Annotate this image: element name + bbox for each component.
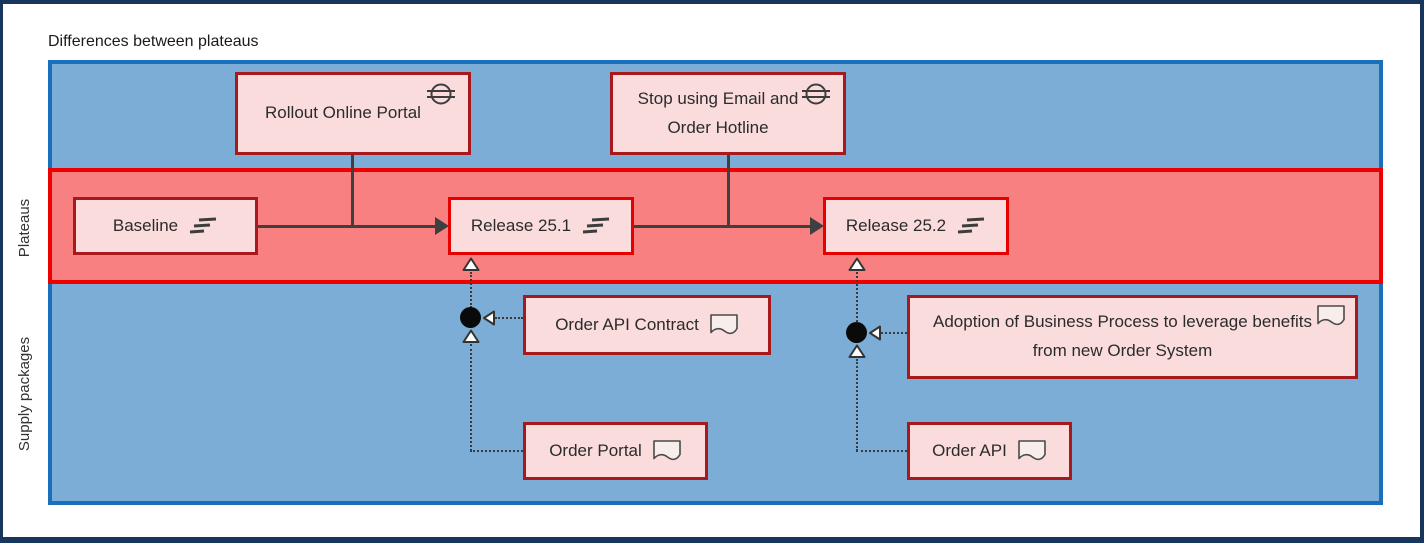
- node-plateau-release-25-1[interactable]: Release 25.1: [448, 197, 634, 255]
- node-label: Adoption of Business Process to leverage…: [933, 312, 1312, 360]
- solid-triangle-arrowhead: [810, 217, 824, 235]
- node-gap-stop-email-hotline[interactable]: Stop using Email and Order Hotline: [610, 72, 846, 155]
- realization-line-order-portal-vertical: [470, 344, 472, 451]
- triggering-line-baseline-to-release-25-1: [258, 225, 436, 228]
- plateau-icon: [581, 217, 611, 235]
- realization-arrowhead-into-junction: [868, 325, 882, 341]
- gap-icon: [798, 81, 834, 107]
- realization-arrowhead-into-junction: [462, 329, 480, 344]
- realization-arrowhead-release-25-2: [848, 257, 866, 272]
- realization-line: [856, 272, 858, 322]
- lane-label-plateaus: Plateaus: [16, 198, 33, 258]
- gap-icon: [423, 81, 459, 107]
- and-junction-release-25-1[interactable]: [460, 307, 481, 328]
- deliverable-icon: [1316, 304, 1346, 328]
- solid-triangle-arrowhead: [435, 217, 449, 235]
- node-deliverable-adoption-business-process[interactable]: Adoption of Business Process to leverage…: [907, 295, 1358, 379]
- realization-line-order-api-contract: [495, 317, 523, 319]
- realization-line-order-portal-horizontal: [470, 450, 523, 452]
- triggering-line-release-25-1-to-release-25-2: [634, 225, 812, 228]
- association-line-stop-email-gap: [727, 155, 730, 227]
- deliverable-icon: [652, 439, 682, 463]
- node-label: Release 25.2: [845, 215, 947, 235]
- realization-line-order-api-horizontal: [856, 450, 907, 452]
- node-label: Baseline: [112, 215, 179, 235]
- node-deliverable-order-api-contract[interactable]: Order API Contract: [523, 295, 771, 355]
- node-gap-rollout-online-portal[interactable]: Rollout Online Portal: [235, 72, 471, 155]
- plateau-icon: [188, 217, 218, 235]
- node-label: Rollout Online Portal: [265, 103, 421, 123]
- realization-arrowhead-into-junction: [848, 344, 866, 359]
- lane-label-supply-packages: Supply packages: [16, 336, 33, 452]
- node-deliverable-order-api[interactable]: Order API: [907, 422, 1072, 480]
- node-label: Order Portal: [549, 440, 642, 460]
- and-junction-release-25-2[interactable]: [846, 322, 867, 343]
- deliverable-icon: [709, 313, 739, 337]
- realization-arrowhead-into-junction: [482, 310, 496, 326]
- node-label: Release 25.1: [470, 215, 572, 235]
- plateau-icon: [956, 217, 986, 235]
- realization-arrowhead-release-25-1: [462, 257, 480, 272]
- association-line-rollout-gap: [351, 155, 354, 227]
- node-label: Order API Contract: [555, 314, 699, 334]
- node-plateau-baseline[interactable]: Baseline: [73, 197, 258, 255]
- node-label: Order API: [932, 440, 1007, 460]
- realization-line-order-api-vertical: [856, 359, 858, 451]
- diagram-title: Differences between plateaus: [48, 33, 259, 50]
- realization-line-adoption: [881, 332, 907, 334]
- node-deliverable-order-portal[interactable]: Order Portal: [523, 422, 708, 480]
- realization-line: [470, 272, 472, 308]
- node-plateau-release-25-2[interactable]: Release 25.2: [823, 197, 1009, 255]
- node-label: Stop using Email and Order Hotline: [637, 88, 799, 137]
- deliverable-icon: [1017, 439, 1047, 463]
